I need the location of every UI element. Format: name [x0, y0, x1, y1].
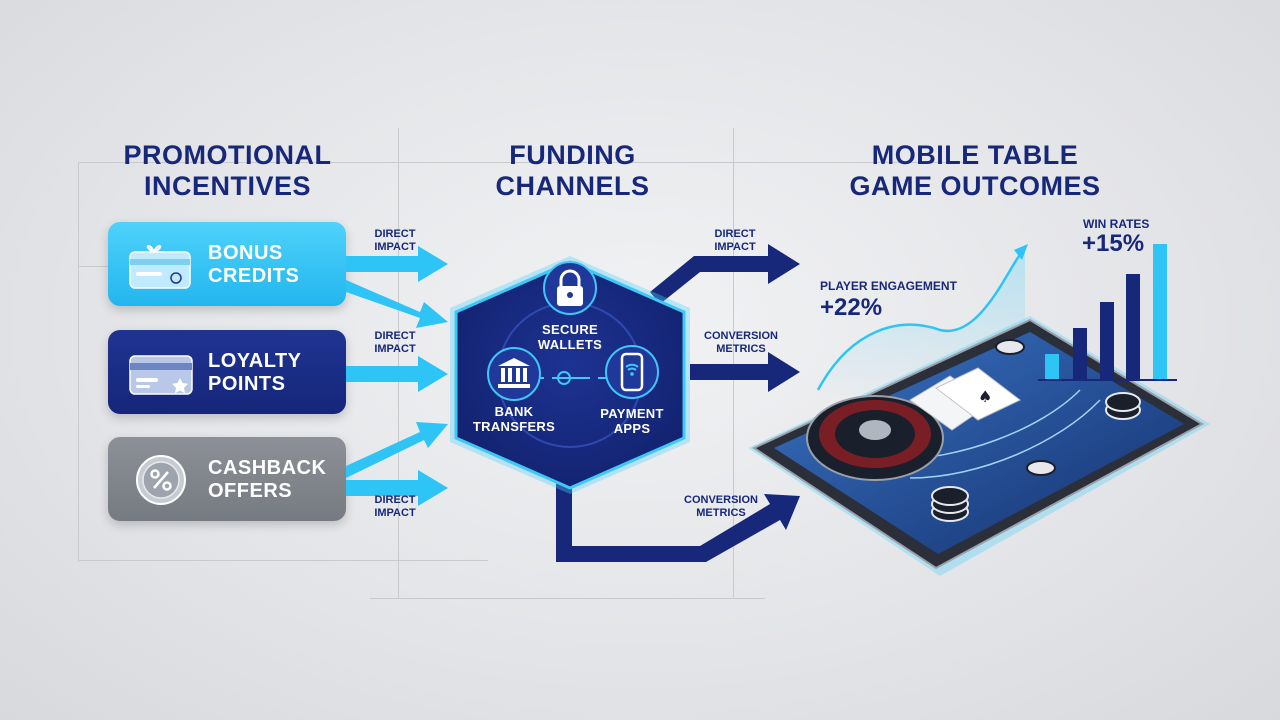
label-line: IMPACT	[714, 241, 756, 253]
flow-label-conversion-metrics: CONVERSION METRICS	[676, 494, 766, 520]
label-line: CONVERSION	[704, 330, 778, 342]
card-label: BONUS CREDITS	[208, 242, 299, 288]
incentive-card-bonus-credits: BONUS CREDITS	[108, 222, 346, 306]
label-line: DIRECT	[714, 228, 756, 240]
card-label: LOYALTY POINTS	[208, 350, 302, 396]
arrow-loyalty-hex	[346, 356, 448, 392]
label-line: DIRECT	[374, 330, 416, 342]
arrow-bonus-hex	[346, 280, 448, 328]
label-line: DIRECT	[374, 228, 416, 240]
guide-line	[733, 128, 734, 598]
title-line: PROMOTIONAL	[123, 140, 332, 170]
guide-line	[370, 598, 765, 599]
arrow-cashback-direct	[346, 470, 448, 506]
arrow-hex-bottom	[556, 470, 800, 562]
poker-chip	[995, 339, 1025, 355]
label-line: IMPACT	[374, 507, 416, 519]
card-label-line: CASHBACK	[208, 457, 327, 479]
column-title-funding: FUNDING CHANNELS	[455, 140, 690, 202]
title-line: GAME OUTCOMES	[849, 171, 1101, 201]
percent-coin-icon	[136, 455, 186, 505]
flow-label-direct-impact: DIRECT IMPACT	[360, 330, 430, 356]
funding-hexagon	[450, 256, 690, 494]
phone-icon	[605, 345, 659, 399]
flow-label-direct-impact: DIRECT IMPACT	[360, 228, 430, 254]
bar	[1045, 354, 1059, 380]
label-line: METRICS	[716, 343, 766, 355]
bank-icon	[487, 347, 541, 401]
label-line: TRANSFERS	[472, 419, 556, 434]
label-line: CONVERSION	[684, 494, 758, 506]
arrow-cashback-hex	[346, 422, 448, 478]
card-label: CASHBACK OFFERS	[208, 457, 326, 503]
player-engagement-label: PLAYER ENGAGEMENT	[820, 279, 957, 293]
bar	[1100, 302, 1114, 380]
guide-line	[398, 128, 399, 598]
label-line: BANK	[494, 404, 534, 419]
label-line: SECURE	[542, 322, 598, 337]
title-line: CHANNELS	[495, 171, 650, 201]
card-label-line: BONUS	[208, 242, 283, 264]
guide-line	[78, 162, 978, 163]
label-line: WALLETS	[537, 337, 603, 352]
flow-label-conversion-metrics: CONVERSION METRICS	[696, 330, 786, 356]
poker-chip	[931, 486, 969, 506]
arrow-hex-top	[650, 244, 800, 304]
card-label-line: POINTS	[208, 373, 286, 395]
poker-chip	[1105, 392, 1141, 412]
engagement-curve	[816, 251, 1023, 391]
incentive-card-cashback-offers: CASHBACK OFFERS	[108, 437, 346, 521]
label-line: IMPACT	[374, 343, 416, 355]
arrow-bonus-direct	[346, 246, 448, 282]
column-title-promotional: PROMOTIONAL INCENTIVES	[95, 140, 360, 202]
player-engagement-value: +22%	[820, 294, 883, 321]
guide-line	[78, 560, 488, 561]
poker-chip	[1026, 460, 1056, 476]
flow-label-direct-impact: DIRECT IMPACT	[360, 494, 430, 520]
title-line: INCENTIVES	[143, 171, 312, 201]
playing-card	[935, 367, 1021, 421]
label-line: APPS	[613, 421, 651, 436]
column-title-outcomes: MOBILE TABLE GAME OUTCOMES	[825, 140, 1125, 202]
incentive-card-loyalty-points: LOYALTY POINTS	[108, 330, 346, 414]
card-label-line: OFFERS	[208, 480, 293, 502]
flow-label-direct-impact: DIRECT IMPACT	[700, 228, 770, 254]
bar	[1126, 274, 1140, 380]
bar	[1153, 244, 1167, 380]
bar	[1073, 328, 1087, 380]
outcomes-visual: ♠	[748, 244, 1210, 576]
label-line: METRICS	[696, 507, 746, 519]
lock-icon	[543, 261, 597, 315]
gift-card-icon	[129, 245, 191, 289]
funding-label-bank-transfers: BANK TRANSFERS	[466, 404, 562, 434]
arrow-hex-middle	[690, 352, 800, 392]
tablet-screen	[774, 332, 1184, 554]
guide-line	[78, 162, 79, 562]
title-line: MOBILE TABLE	[871, 140, 1079, 170]
funding-label-secure-wallets: SECURE WALLETS	[530, 322, 610, 352]
win-rates-value: +15%	[1082, 230, 1145, 257]
label-line: IMPACT	[374, 241, 416, 253]
svg-text:♠: ♠	[978, 387, 992, 406]
label-line: PAYMENT	[600, 406, 664, 421]
funding-label-payment-apps: PAYMENT APPS	[590, 406, 674, 436]
label-line: DIRECT	[374, 494, 416, 506]
title-line: FUNDING	[509, 140, 636, 170]
loyalty-card-icon	[129, 355, 193, 395]
win-rates-label: WIN RATES	[1083, 217, 1150, 231]
card-label-line: CREDITS	[208, 265, 300, 287]
card-label-line: LOYALTY	[208, 350, 302, 372]
